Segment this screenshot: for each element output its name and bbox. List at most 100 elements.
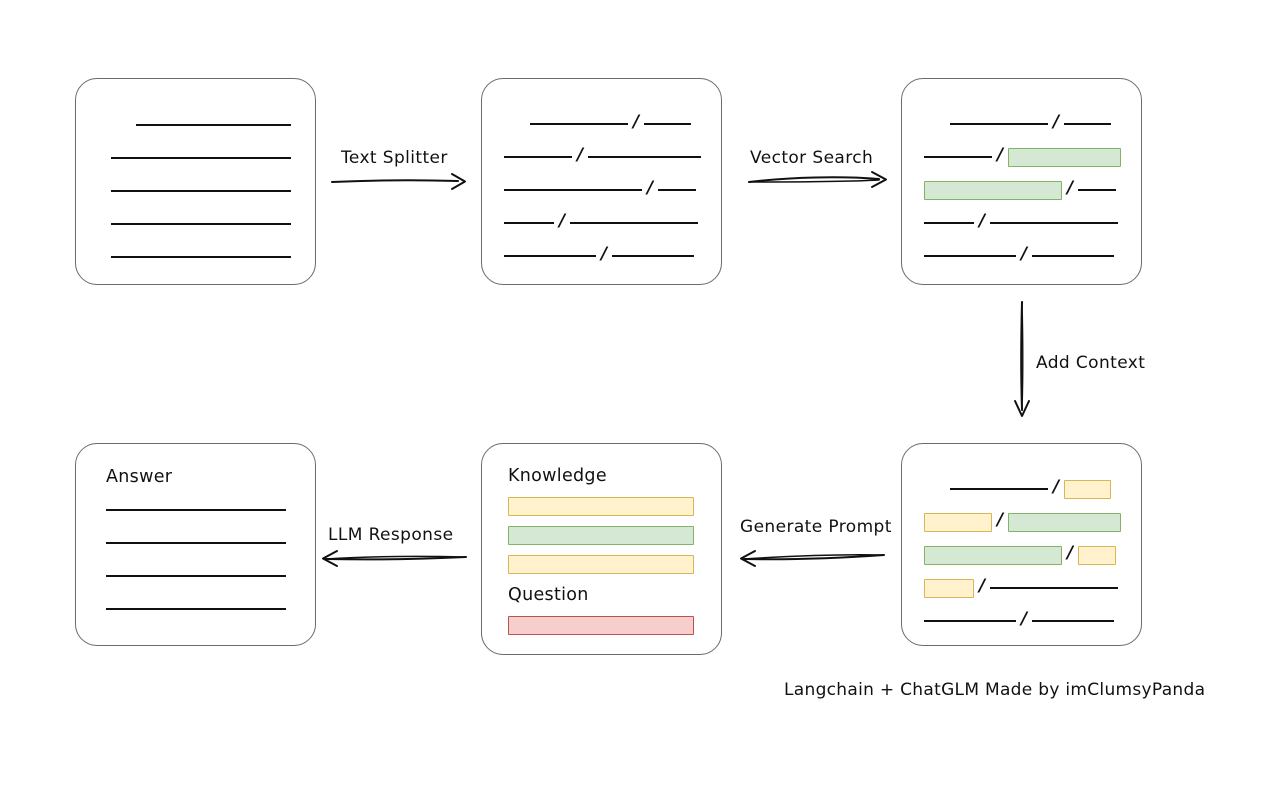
arrow-text-splitter [331, 173, 466, 190]
document-line: / [902, 478, 1141, 499]
edge-label-llm-response: LLM Response [328, 525, 454, 545]
split-document-box[interactable]: / / / / / [481, 78, 722, 285]
text-line-segment [924, 156, 992, 158]
text-line-segment [106, 608, 286, 610]
knowledge-bar-yellow [508, 497, 694, 516]
highlighted-chunk-green [924, 545, 1062, 565]
text-line-segment [588, 156, 702, 158]
segment-separator: / [633, 111, 640, 132]
text-line-segment [530, 123, 628, 125]
document-line: / [902, 542, 1141, 565]
segment-separator: / [1067, 542, 1074, 563]
document-line [76, 600, 315, 618]
edge-label-add-context: Add Context [1036, 353, 1146, 373]
document-line [76, 116, 315, 134]
footer-credit: Langchain + ChatGLM Made by imClumsyPand… [784, 680, 1206, 700]
segment-separator: / [1067, 177, 1074, 198]
knowledge-bar-green [508, 526, 694, 545]
source-document-box[interactable] [75, 78, 316, 285]
text-line-segment [990, 587, 1119, 589]
segment-separator: / [1021, 608, 1028, 629]
document-line: / [902, 113, 1141, 133]
segment-separator: / [979, 210, 986, 231]
highlighted-chunk-green [1008, 147, 1122, 167]
document-line: / [902, 243, 1141, 265]
arrow-add-context [1014, 301, 1030, 417]
arrow-generate-prompt [740, 550, 885, 567]
document-line: / [482, 111, 721, 133]
text-line-segment [924, 222, 974, 224]
highlighted-chunk-yellow [924, 512, 992, 532]
edge-label-vector-search: Vector Search [750, 148, 874, 168]
highlighted-chunk-green [1008, 512, 1122, 532]
answer-lines [76, 444, 315, 645]
edge-label-text-splitter: Text Splitter [341, 148, 448, 168]
document-line: / [902, 575, 1141, 598]
question-bar-red [508, 616, 694, 635]
document-line [76, 567, 315, 585]
text-line-segment [106, 575, 286, 577]
document-line [76, 149, 315, 167]
text-line-segment [111, 256, 291, 258]
document-line: / [902, 177, 1141, 200]
text-line-segment [136, 124, 291, 126]
document-line: / [902, 608, 1141, 630]
segment-separator: / [577, 144, 584, 165]
answer-box[interactable]: Answer [75, 443, 316, 646]
question-heading: Question [508, 585, 589, 605]
text-line-segment [924, 255, 1016, 257]
text-line-segment [504, 222, 554, 224]
segment-separator: / [1021, 243, 1028, 264]
document-line [76, 534, 315, 552]
document-line: / [902, 144, 1141, 167]
arrow-llm-response [322, 550, 467, 567]
text-line-segment [106, 542, 286, 544]
knowledge-bar-yellow [508, 555, 694, 574]
document-line: / [482, 210, 721, 232]
segment-separator: / [997, 144, 1004, 165]
knowledge-heading: Knowledge [508, 466, 607, 486]
prompt-box[interactable]: Knowledge Question [481, 443, 722, 655]
document-line: / [482, 177, 721, 199]
highlighted-chunk-yellow [1078, 545, 1117, 565]
document-line [76, 182, 315, 200]
document-line [76, 248, 315, 266]
segment-separator: / [979, 575, 986, 596]
text-line-segment [1078, 189, 1117, 191]
split-document-lines: / / / / / [482, 79, 721, 284]
text-line-segment [1032, 255, 1115, 257]
highlighted-chunk-yellow [1064, 479, 1112, 499]
text-line-segment [111, 223, 291, 225]
text-line-segment [1032, 620, 1115, 622]
segment-separator: / [997, 509, 1004, 530]
document-line: / [902, 210, 1141, 232]
text-line-segment [504, 189, 642, 191]
document-line [76, 501, 315, 519]
text-line-segment [658, 189, 697, 191]
text-line-segment [924, 620, 1016, 622]
context-document-lines: / / / / / [902, 444, 1141, 645]
vector-matched-document-box[interactable]: / / / / / [901, 78, 1142, 285]
text-line-segment [612, 255, 695, 257]
source-document-lines [76, 79, 315, 284]
vector-matched-document-lines: / / / / / [902, 79, 1141, 284]
document-line: / [482, 243, 721, 265]
segment-separator: / [559, 210, 566, 231]
text-line-segment [106, 509, 286, 511]
text-line-segment [504, 255, 596, 257]
document-line [76, 215, 315, 233]
text-line-segment [950, 123, 1048, 125]
text-line-segment [644, 123, 692, 125]
text-line-segment [950, 488, 1048, 490]
context-document-box[interactable]: / / / / / [901, 443, 1142, 646]
document-line: / [482, 144, 721, 166]
segment-separator: / [647, 177, 654, 198]
answer-heading: Answer [106, 467, 173, 487]
text-line-segment [990, 222, 1119, 224]
text-line-segment [570, 222, 699, 224]
segment-separator: / [601, 243, 608, 264]
highlighted-chunk-green [924, 180, 1062, 200]
highlighted-chunk-yellow [924, 578, 974, 598]
document-line: / [902, 509, 1141, 532]
